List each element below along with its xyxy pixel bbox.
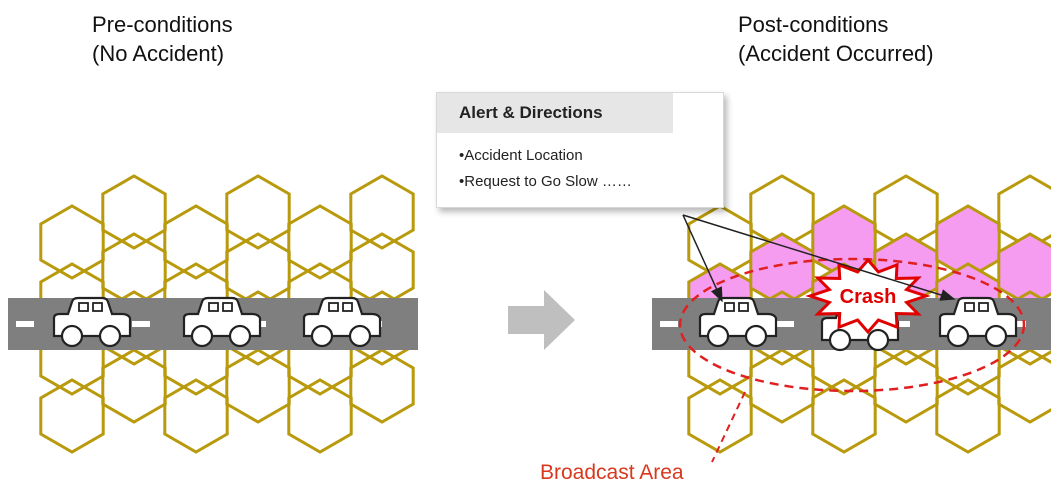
- road-dash: [132, 321, 150, 327]
- hex-cell: [749, 348, 815, 424]
- hex-cell: [287, 378, 353, 454]
- hex-cell: [101, 348, 167, 424]
- hex-cell: [349, 174, 415, 250]
- hex-cell: [997, 174, 1051, 250]
- car-icon: [182, 296, 262, 348]
- car-icon: [938, 296, 1018, 348]
- hex-cell: [163, 204, 229, 280]
- hex-cell: [101, 174, 167, 250]
- hex-cell: [687, 378, 753, 454]
- hex-cell: [225, 174, 291, 250]
- hex-cell: [225, 348, 291, 424]
- right-arrow-icon: [508, 290, 575, 350]
- pre-conditions-scene: [8, 174, 418, 454]
- hex-cell: [225, 232, 291, 308]
- hex-cell: [101, 232, 167, 308]
- hex-cell: [811, 378, 877, 454]
- hex-cell: [287, 204, 353, 280]
- hex-cell: [39, 204, 105, 280]
- pre-title-line2: (No Accident): [92, 41, 225, 66]
- car-icon: [698, 296, 778, 348]
- hex-cell: [935, 378, 1001, 454]
- car-icon: [52, 296, 132, 348]
- post-conditions-scene: Crash: [652, 174, 1051, 454]
- post-conditions-title: Post-conditions (Accident Occurred): [738, 10, 934, 68]
- hex-cell: [349, 232, 415, 308]
- road-dash: [660, 321, 678, 327]
- pre-conditions-title: Pre-conditions (No Accident): [92, 10, 233, 68]
- post-title-line2: (Accident Occurred): [738, 41, 934, 66]
- road-dash: [892, 321, 910, 327]
- alert-directions-box: Alert & Directions •Accident Location •R…: [436, 92, 724, 208]
- post-title-line1: Post-conditions: [738, 12, 889, 37]
- crash-label: Crash: [840, 286, 897, 308]
- car-icon: [302, 296, 382, 348]
- hex-cell: [349, 348, 415, 424]
- alert-item-go-slow: •Request to Go Slow ……: [459, 173, 632, 190]
- road-dash: [16, 321, 34, 327]
- hex-cell: [39, 378, 105, 454]
- alert-item-accident-location: •Accident Location: [459, 147, 583, 164]
- alert-title: Alert & Directions: [437, 93, 673, 133]
- hex-cell: [873, 348, 939, 424]
- pre-title-line1: Pre-conditions: [92, 12, 233, 37]
- hex-cell: [997, 232, 1051, 308]
- broadcast-area-label: Broadcast Area: [540, 461, 684, 484]
- hex-cell: [163, 378, 229, 454]
- road-dash: [776, 321, 794, 327]
